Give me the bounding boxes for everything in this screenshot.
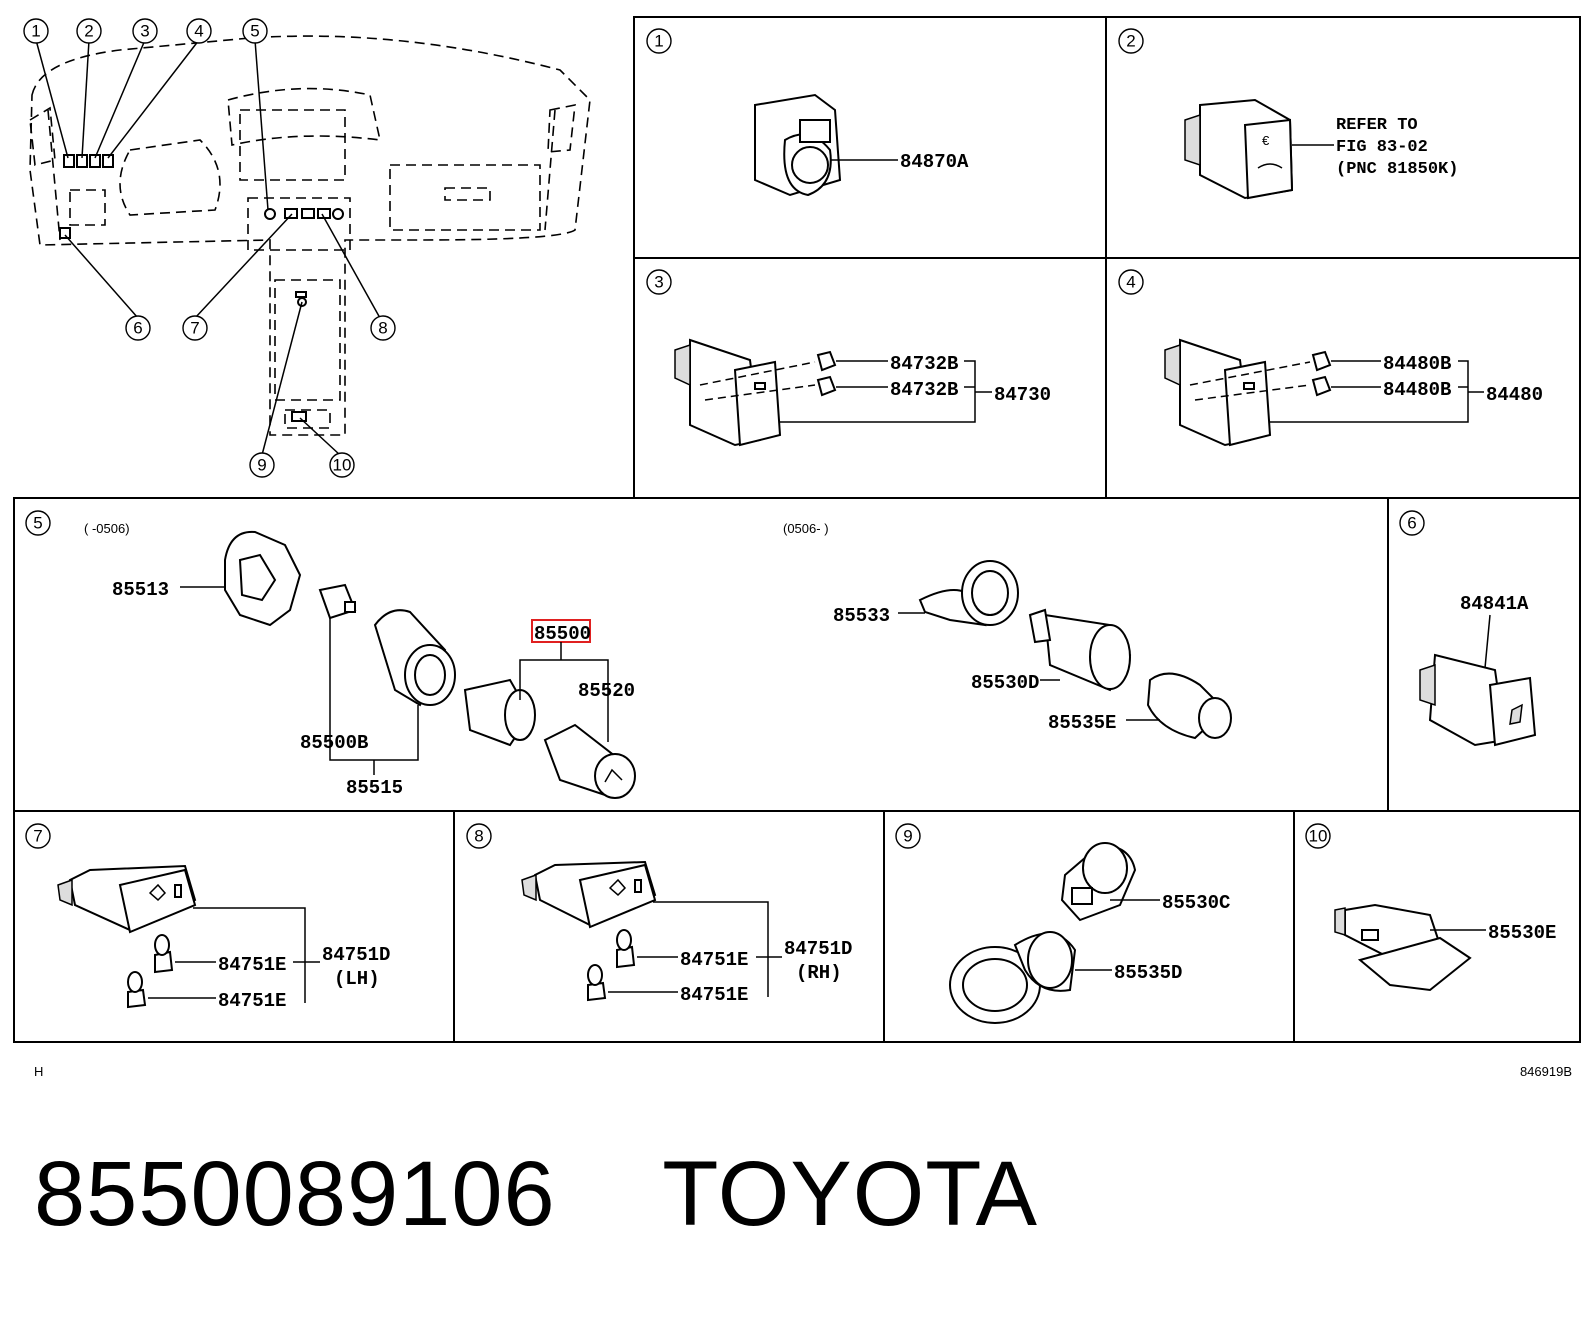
part-84751E-upper: 84751E — [218, 954, 286, 976]
callout-6: 6 — [133, 319, 142, 338]
part-85513: 85513 — [112, 579, 169, 601]
panel-2: 2 € REFER TO FIG 83-02 (PNC 81850K) — [1118, 28, 1458, 200]
part-85533: 85533 — [833, 605, 890, 627]
part-84751E-lower-rh: 84751E — [680, 984, 748, 1006]
refer-note-line-2: FIG 83-02 — [1336, 138, 1428, 157]
refer-note-line-3: (PNC 81850K) — [1336, 160, 1458, 179]
side-lh: (LH) — [334, 968, 380, 990]
panel-3-number: 3 — [654, 273, 663, 292]
callout-3: 3 — [140, 22, 149, 41]
panel-6-number: 6 — [1407, 514, 1416, 533]
part-84841A: 84841A — [1460, 593, 1529, 615]
panel-10: 10 85530E — [1305, 823, 1556, 992]
footer-brand: TOYOTA — [662, 1143, 1038, 1245]
part-85535E: 85535E — [1048, 712, 1116, 734]
panel-2-number: 2 — [1126, 32, 1135, 51]
part-85520: 85520 — [578, 680, 635, 702]
callout-9: 9 — [257, 456, 266, 475]
svg-text:€: € — [1262, 133, 1270, 148]
part-85535D: 85535D — [1114, 962, 1182, 984]
panel-4: 4 84480B 84480B 84480 — [1118, 269, 1543, 447]
refer-note-line-1: REFER TO — [1336, 116, 1418, 135]
panel-7: 7 84751E 84751E 84751D (LH) — [25, 823, 390, 1012]
panel-4-number: 4 — [1126, 273, 1135, 292]
panel-grid-bottom — [13, 810, 1581, 1043]
range-right: (0506- ) — [783, 521, 829, 536]
panel-1: 1 84870A — [646, 28, 969, 197]
panel-8-number: 8 — [474, 827, 483, 846]
panel-10-number: 10 — [1309, 827, 1328, 846]
part-84870A: 84870A — [900, 151, 969, 173]
panel-1-number: 1 — [654, 32, 663, 51]
panel-6: 6 84841A — [1399, 510, 1537, 747]
part-84730: 84730 — [994, 384, 1051, 406]
part-84751D-rh: 84751D — [784, 938, 852, 960]
part-84751E-lower: 84751E — [218, 990, 286, 1012]
panel-7-number: 7 — [33, 827, 42, 846]
part-84751D-lh: 84751D — [322, 944, 390, 966]
corner-label-left: H — [34, 1064, 43, 1079]
figure-id: 846919B — [1520, 1064, 1572, 1079]
callout-4: 4 — [194, 22, 203, 41]
part-84751E-upper-rh: 84751E — [680, 949, 748, 971]
panel-8: 8 84751E 84751E 84751D (RH) — [466, 823, 852, 1006]
callout-7: 7 — [190, 319, 199, 338]
part-85530C: 85530C — [1162, 892, 1230, 914]
part-84480B-upper: 84480B — [1383, 353, 1451, 375]
part-84732B-lower: 84732B — [890, 379, 958, 401]
footer-caption: 8550089106 TOYOTA — [34, 1142, 1038, 1247]
side-rh: (RH) — [796, 962, 842, 984]
panel-3: 3 84732B 84732B 84730 — [646, 269, 1051, 447]
callout-8: 8 — [378, 319, 387, 338]
part-85530D: 85530D — [971, 672, 1039, 694]
footer-part-number: 8550089106 — [34, 1143, 556, 1245]
callout-2: 2 — [84, 22, 93, 41]
dashboard-overview: 1 2 3 4 5 6 7 8 9 10 — [23, 18, 591, 478]
part-84732B-upper: 84732B — [890, 353, 958, 375]
callout-1: 1 — [31, 22, 40, 41]
callout-5: 5 — [250, 22, 259, 41]
range-left: ( -0506) — [84, 521, 130, 536]
part-84480: 84480 — [1486, 384, 1543, 406]
panel-9-number: 9 — [903, 827, 912, 846]
panel-9: 9 85530C 85535D — [895, 823, 1230, 1024]
callout-10: 10 — [333, 456, 352, 475]
part-84480B-lower: 84480B — [1383, 379, 1451, 401]
part-85515: 85515 — [346, 777, 403, 799]
part-85500: 85500 — [534, 623, 591, 645]
part-85530E: 85530E — [1488, 922, 1556, 944]
panel-5: 5 ( -0506) (0506- ) 85513 85500B 85515 8… — [25, 510, 1232, 799]
part-85500B: 85500B — [300, 732, 368, 754]
panel-5-number: 5 — [33, 514, 42, 533]
